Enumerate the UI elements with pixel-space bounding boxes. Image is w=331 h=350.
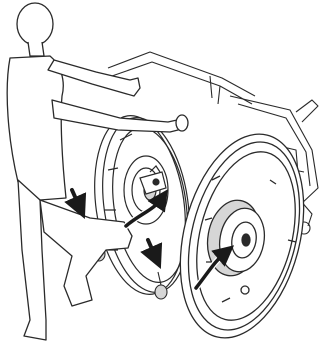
- removed-wheel-icon: [161, 121, 324, 350]
